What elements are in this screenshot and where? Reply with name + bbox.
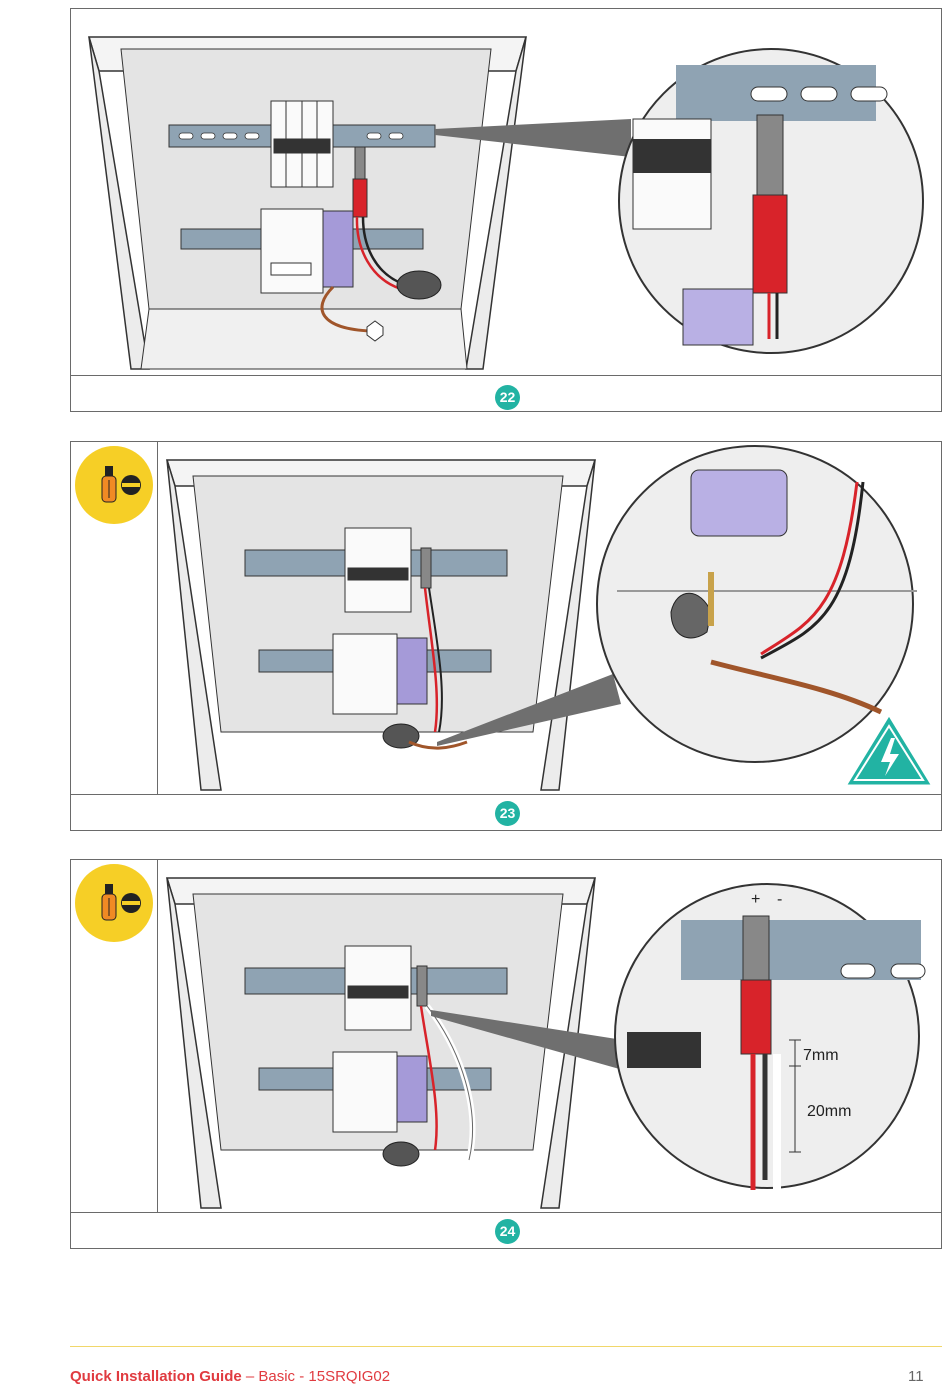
step-24-illustration: + - 7mm 20mm bbox=[165, 877, 926, 1209]
polarity-minus-label: - bbox=[777, 891, 782, 908]
dimension-7mm-label: 7mm bbox=[803, 1047, 839, 1064]
step-24-divider bbox=[71, 1212, 941, 1213]
screwdriver-icon bbox=[75, 864, 153, 942]
step-23-badge: 23 bbox=[495, 801, 520, 826]
step-24-panel: + - 7mm 20mm 24 bbox=[70, 859, 942, 1249]
screwdriver-icon bbox=[75, 446, 153, 524]
dimension-20mm-label: 20mm bbox=[807, 1103, 851, 1120]
electrical-hazard-icon bbox=[843, 711, 935, 788]
footer-guide-title: Quick Installation Guide bbox=[70, 1368, 242, 1385]
footer-rule bbox=[70, 1346, 942, 1347]
step-22-illustration bbox=[87, 36, 924, 370]
step-23-divider bbox=[71, 794, 941, 795]
polarity-plus-label: + bbox=[751, 891, 760, 908]
step-24-sidebar-divider bbox=[157, 860, 158, 1212]
step-24-badge: 24 bbox=[495, 1219, 520, 1244]
step-22-badge: 22 bbox=[495, 385, 520, 410]
step-23-sidebar-divider bbox=[157, 442, 158, 794]
step-23-panel: 23 bbox=[70, 441, 942, 831]
step-22-panel: 22 bbox=[70, 8, 942, 412]
page-number: 11 bbox=[908, 1368, 924, 1385]
footer-subtitle: – Basic - 15SRQIG02 bbox=[241, 1368, 391, 1385]
step-23-illustration bbox=[165, 445, 917, 791]
step-22-divider bbox=[71, 375, 941, 376]
footer-title: Quick Installation Guide – Basic - 15SRQ… bbox=[70, 1368, 390, 1385]
